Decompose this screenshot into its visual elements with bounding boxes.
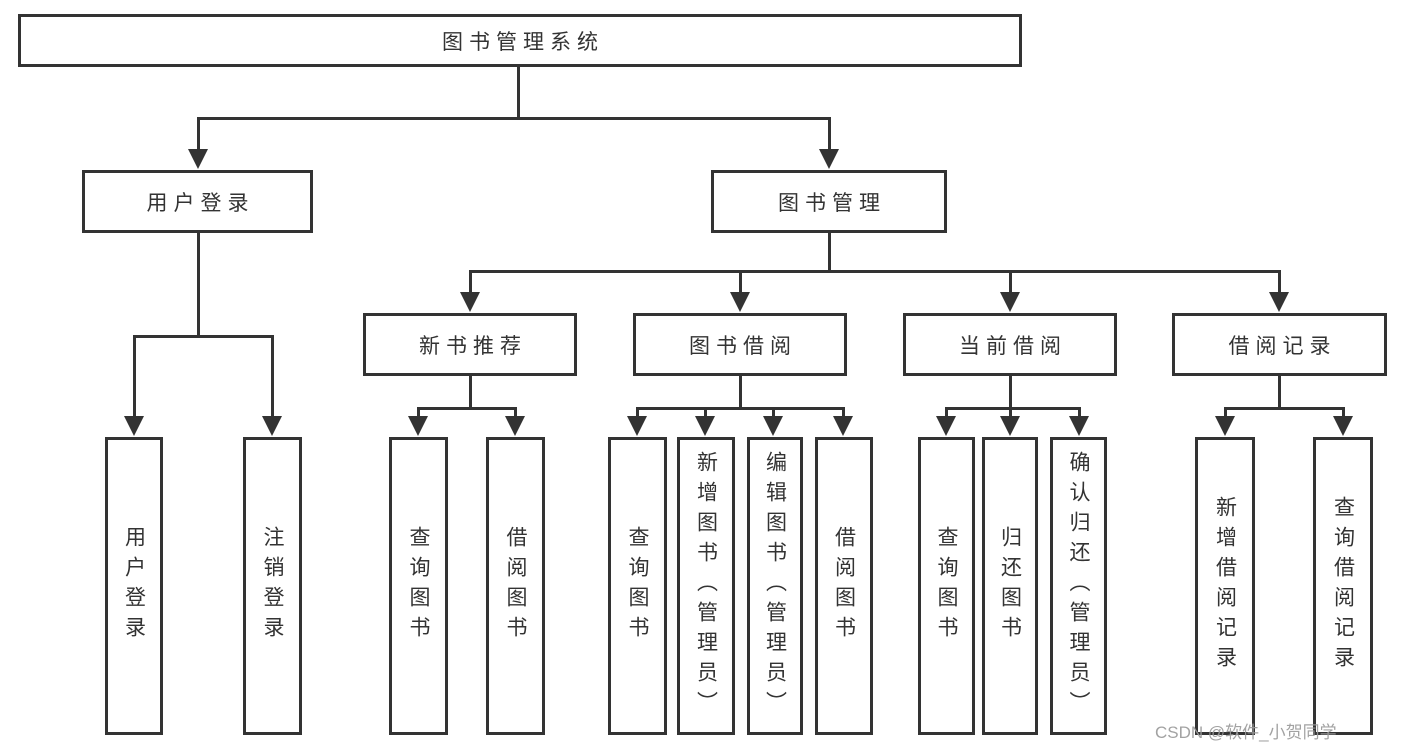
node-leaf-add-book-admin-label: 新增图书（管理员） bbox=[694, 451, 718, 721]
node-leaf-query-book-borrow-label: 查询图书 bbox=[626, 526, 649, 646]
node-system-root: 图书管理系统 bbox=[18, 14, 1022, 67]
connector-bus-0 bbox=[196, 116, 831, 120]
connector-5-arrowhead-2 bbox=[1069, 416, 1089, 436]
connector-stem-6 bbox=[1277, 376, 1281, 410]
node-leaf-add-book-admin: 新增图书（管理员） bbox=[677, 437, 735, 735]
node-leaf-logout-label: 注销登录 bbox=[261, 526, 284, 646]
node-leaf-query-borrow-record-label: 查询借阅记录 bbox=[1331, 496, 1355, 676]
connector-2-drop-0 bbox=[468, 271, 472, 292]
connector-5-drop-1 bbox=[1008, 408, 1012, 416]
connector-5-arrowhead-0 bbox=[936, 416, 956, 436]
connector-6-arrowhead-0 bbox=[1215, 416, 1235, 436]
connector-2-drop-3 bbox=[1277, 271, 1281, 292]
connector-stem-2 bbox=[827, 233, 831, 273]
connector-0-arrowhead-1 bbox=[819, 149, 839, 169]
connector-bus-4 bbox=[635, 406, 845, 410]
node-leaf-return-book: 归还图书 bbox=[982, 437, 1038, 735]
node-leaf-query-book-recommend-label: 查询图书 bbox=[407, 526, 430, 646]
node-leaf-query-book-current-label: 查询图书 bbox=[935, 526, 958, 646]
connector-5-drop-2 bbox=[1077, 408, 1081, 416]
connector-stem-4 bbox=[738, 376, 742, 410]
connector-bus-6 bbox=[1223, 406, 1345, 410]
connector-bus-5 bbox=[944, 406, 1081, 410]
connector-4-drop-1 bbox=[703, 408, 707, 416]
connector-4-drop-0 bbox=[635, 408, 639, 416]
connector-stem-3 bbox=[468, 376, 472, 410]
connector-4-arrowhead-1 bbox=[695, 416, 715, 436]
node-user-login: 用户登录 bbox=[82, 170, 313, 233]
connector-bus-1 bbox=[132, 334, 274, 338]
node-leaf-confirm-return-admin-label: 确认归还（管理员） bbox=[1067, 451, 1090, 721]
connector-1-drop-1 bbox=[270, 336, 274, 416]
node-borrow-record-label: 借阅记录 bbox=[1228, 334, 1337, 358]
node-leaf-confirm-return-admin: 确认归还（管理员） bbox=[1050, 437, 1107, 735]
node-leaf-logout: 注销登录 bbox=[243, 437, 302, 735]
connector-6-arrowhead-1 bbox=[1333, 416, 1353, 436]
node-leaf-query-book-current: 查询图书 bbox=[918, 437, 975, 735]
node-leaf-borrow-book-recommend-label: 借阅图书 bbox=[504, 526, 527, 646]
node-leaf-borrow-book-recommend: 借阅图书 bbox=[486, 437, 545, 735]
connector-4-drop-3 bbox=[841, 408, 845, 416]
node-leaf-query-book-recommend: 查询图书 bbox=[389, 437, 448, 735]
node-book-borrow-label: 图书借阅 bbox=[689, 334, 797, 358]
connector-1-arrowhead-1 bbox=[262, 416, 282, 436]
node-leaf-query-book-borrow: 查询图书 bbox=[608, 437, 667, 735]
connector-1-drop-0 bbox=[132, 336, 136, 416]
connector-3-drop-0 bbox=[416, 408, 420, 416]
node-current-borrow-label: 当前借阅 bbox=[959, 334, 1067, 358]
node-leaf-edit-book-admin: 编辑图书（管理员） bbox=[747, 437, 803, 735]
connector-2-drop-1 bbox=[738, 271, 742, 292]
node-leaf-query-borrow-record: 查询借阅记录 bbox=[1313, 437, 1373, 735]
node-leaf-add-borrow-record-label: 新增借阅记录 bbox=[1213, 496, 1237, 676]
connector-4-arrowhead-0 bbox=[627, 416, 647, 436]
node-new-book-recommend-label: 新书推荐 bbox=[419, 334, 527, 358]
connector-5-drop-0 bbox=[944, 408, 948, 416]
node-current-borrow: 当前借阅 bbox=[903, 313, 1117, 376]
connector-3-drop-1 bbox=[513, 408, 517, 416]
connector-stem-1 bbox=[196, 233, 200, 338]
connector-6-drop-1 bbox=[1341, 408, 1345, 416]
node-leaf-borrow-book-label: 借阅图书 bbox=[832, 526, 856, 646]
connector-bus-2 bbox=[468, 269, 1281, 273]
node-leaf-borrow-book: 借阅图书 bbox=[815, 437, 873, 735]
connector-4-arrowhead-2 bbox=[763, 416, 783, 436]
node-book-management: 图书管理 bbox=[711, 170, 947, 233]
connector-stem-0 bbox=[516, 67, 520, 120]
connector-stem-5 bbox=[1008, 376, 1012, 410]
node-user-login-label: 用户登录 bbox=[146, 191, 255, 215]
csdn-watermark: CSDN @软件_小贺同学 bbox=[1155, 723, 1337, 742]
connector-0-drop-1 bbox=[827, 118, 831, 149]
node-borrow-record: 借阅记录 bbox=[1172, 313, 1387, 376]
node-new-book-recommend: 新书推荐 bbox=[363, 313, 577, 376]
node-leaf-return-book-label: 归还图书 bbox=[998, 526, 1022, 646]
connector-2-arrowhead-2 bbox=[1000, 292, 1020, 312]
node-leaf-edit-book-admin-label: 编辑图书（管理员） bbox=[763, 451, 787, 721]
node-leaf-user-login-label: 用户登录 bbox=[122, 526, 146, 646]
connector-2-arrowhead-1 bbox=[730, 292, 750, 312]
connector-3-arrowhead-1 bbox=[505, 416, 525, 436]
node-system-root-label: 图书管理系统 bbox=[442, 30, 604, 54]
node-book-management-label: 图书管理 bbox=[778, 191, 886, 215]
node-leaf-user-login: 用户登录 bbox=[105, 437, 163, 735]
connector-2-arrowhead-0 bbox=[460, 292, 480, 312]
node-leaf-add-borrow-record: 新增借阅记录 bbox=[1195, 437, 1255, 735]
node-book-borrow: 图书借阅 bbox=[633, 313, 847, 376]
connector-0-drop-0 bbox=[196, 118, 200, 149]
connector-bus-3 bbox=[416, 406, 517, 410]
connector-2-arrowhead-3 bbox=[1269, 292, 1289, 312]
connector-5-arrowhead-1 bbox=[1000, 416, 1020, 436]
connector-2-drop-2 bbox=[1008, 271, 1012, 292]
connector-4-arrowhead-3 bbox=[833, 416, 853, 436]
connector-3-arrowhead-0 bbox=[408, 416, 428, 436]
connector-6-drop-0 bbox=[1223, 408, 1227, 416]
connector-0-arrowhead-0 bbox=[188, 149, 208, 169]
connector-1-arrowhead-0 bbox=[124, 416, 144, 436]
connector-4-drop-2 bbox=[771, 408, 775, 416]
